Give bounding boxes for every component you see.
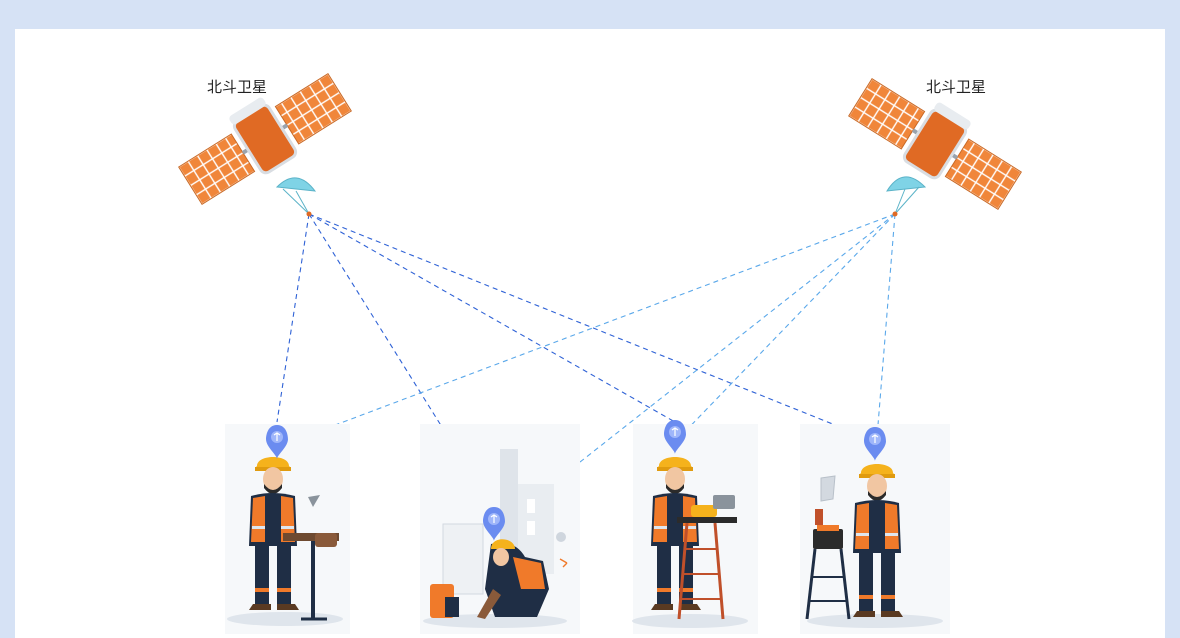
positioning-scene [178,73,1022,634]
worker-machining [632,419,758,634]
satellite-left [178,73,352,217]
link-left-sat-worker-4 [308,213,876,442]
satellite-right [848,78,1022,217]
link-left-sat-worker-3 [308,213,676,423]
link-right-sat-worker-3 [674,213,896,443]
link-left-sat-worker-1 [276,213,310,423]
worker-crouching [420,424,580,634]
diagram-panel: 北斗卫星 北斗卫星 [15,29,1165,638]
link-right-sat-worker-1 [276,213,896,448]
link-right-sat-worker-4 [877,213,896,426]
satellite-label-right: 北斗卫星 [926,78,987,96]
satellite-label-left: 北斗卫星 [207,78,268,96]
worker-cutting [225,424,350,634]
worker-inspecting [800,424,950,634]
